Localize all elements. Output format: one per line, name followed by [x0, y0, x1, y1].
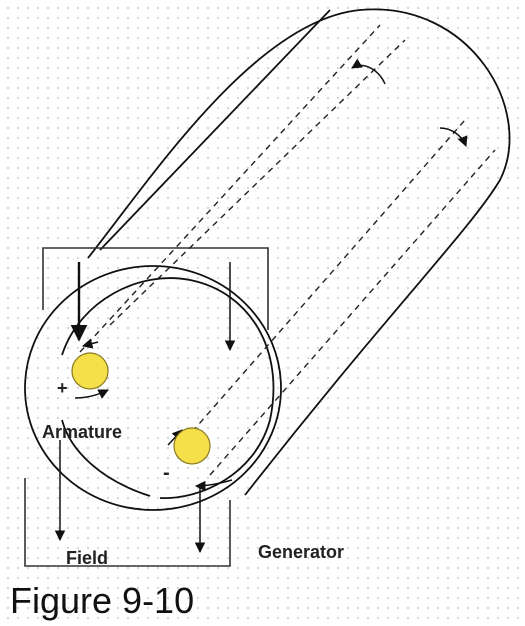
conductor-positive: [71, 352, 109, 390]
field-label: Field: [66, 548, 109, 568]
conductor-path-lower: [184, 119, 466, 441]
rotation-arrow-upper: [351, 58, 386, 85]
current-arrow-upper-left: [81, 338, 99, 349]
conductor-path-upper: [79, 24, 381, 353]
rotation-arrow-lower: [439, 127, 468, 147]
field-bottom-pole: [24, 478, 231, 567]
armature-rim-lower: [61, 419, 151, 497]
field-frame: [24, 247, 269, 567]
positive-terminal-label: +: [57, 378, 68, 398]
armature-label: Armature: [42, 422, 123, 442]
field-top-pole: [42, 247, 269, 330]
figure-caption: Figure 9-10: [10, 580, 195, 621]
conductor-path-mid: [109, 39, 406, 326]
armature-rim: [61, 277, 275, 499]
conductor-negative: [173, 427, 211, 465]
cylinder-body: [87, 8, 511, 496]
current-arrow-minus-lower: [194, 479, 233, 492]
current-arrow-plus: [74, 389, 109, 399]
negative-terminal-label: -: [163, 462, 170, 484]
generator-label: Generator: [258, 542, 345, 562]
front-face: [24, 265, 282, 511]
flux-arrows: [54, 262, 236, 554]
cylinder-back-end: [87, 8, 511, 496]
front-end: [24, 265, 282, 511]
rotation-arrows: [351, 58, 468, 147]
conductor-paths: [79, 24, 496, 476]
cylinder-top-edge: [99, 9, 331, 251]
